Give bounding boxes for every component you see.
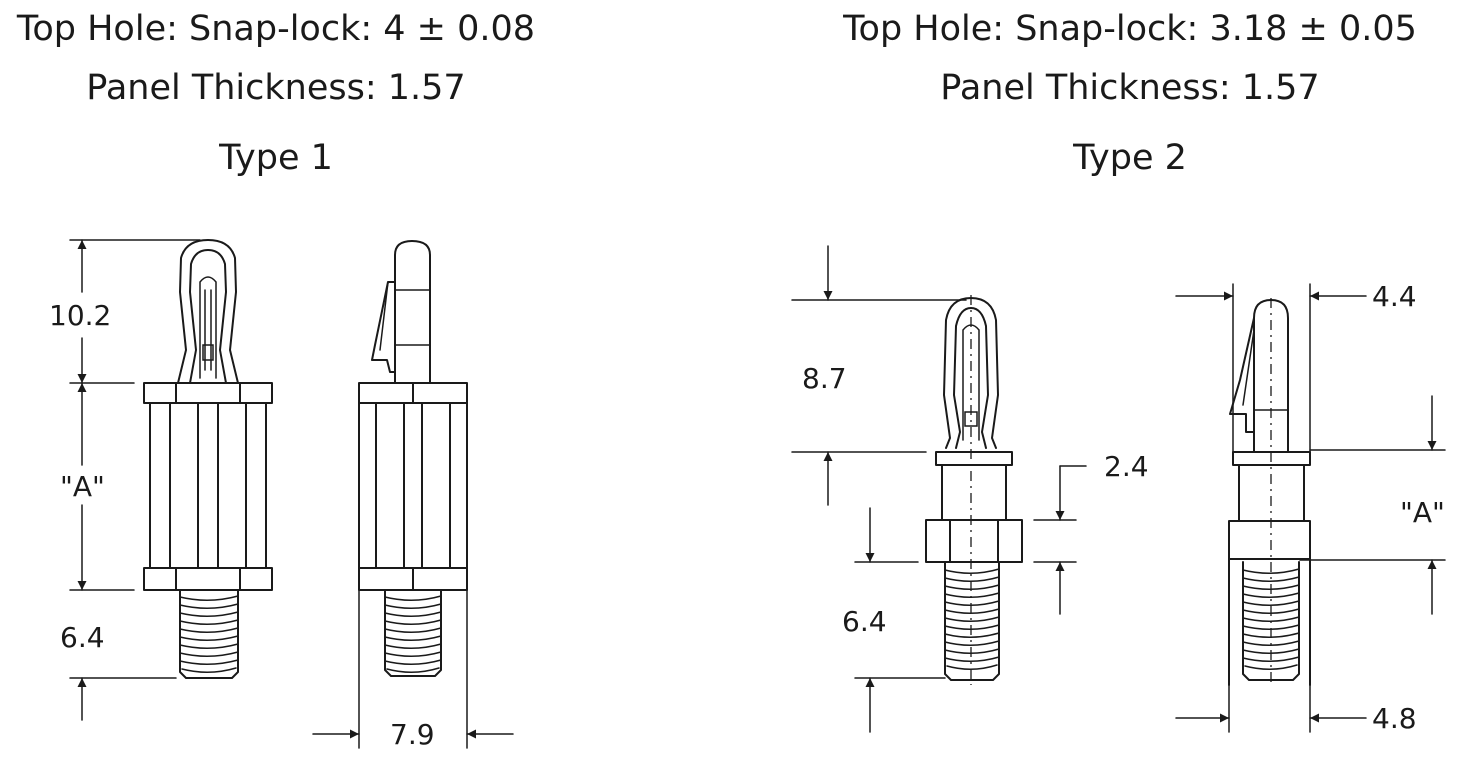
type2-front-view xyxy=(925,295,1023,685)
type1-front-dimensions xyxy=(69,239,201,721)
type2-panel-thickness: Panel Thickness: 1.57 xyxy=(940,68,1319,108)
type1-label: Type 1 xyxy=(218,138,333,178)
type2-top-width-dimension: 4.4 xyxy=(1372,280,1417,313)
type1-hole-spec: Top Hole: Snap-lock: 4 ± 0.08 xyxy=(16,9,535,49)
type2-front-dimensions xyxy=(791,245,1087,733)
type1-thread-dimension: 6.4 xyxy=(60,621,105,654)
type2-bottom-width-dimension: 4.8 xyxy=(1372,702,1417,735)
type1-head-dimension: 10.2 xyxy=(49,299,111,332)
type1-width-dimension: 7.9 xyxy=(390,718,435,751)
type2-side-view xyxy=(1228,283,1311,733)
type1-body-dimension: "A" xyxy=(60,470,105,503)
type2-label: Type 2 xyxy=(1072,138,1187,178)
type1-panel-thickness: Panel Thickness: 1.57 xyxy=(86,68,465,108)
type2-collar-dimension: 2.4 xyxy=(1104,450,1149,483)
type2-hole-spec: Top Hole: Snap-lock: 3.18 ± 0.05 xyxy=(842,9,1417,49)
type2-side-dimensions xyxy=(1175,291,1446,723)
type1-front-view xyxy=(143,239,273,679)
type2-head-dimension: 8.7 xyxy=(802,362,847,395)
type2-thread-dimension: 6.4 xyxy=(842,605,887,638)
type1-side-view xyxy=(312,240,514,749)
type2-body-dimension: "A" xyxy=(1400,496,1445,529)
